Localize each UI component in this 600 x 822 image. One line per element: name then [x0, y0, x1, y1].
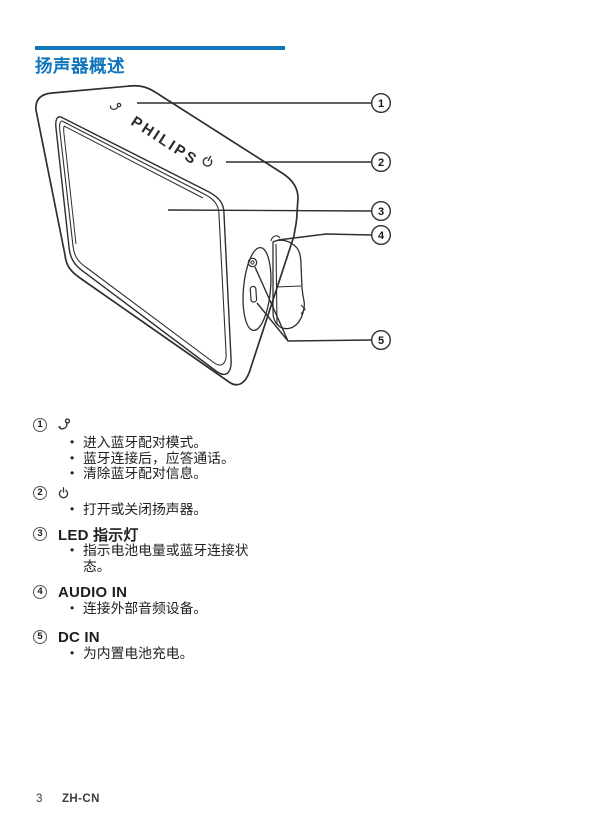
list-item: •连接外部音频设备。 [70, 601, 208, 616]
connector-panel [242, 246, 272, 332]
speaker-body-outline [35, 84, 299, 386]
callout-circle-3: 3 [378, 206, 384, 218]
legend-item-title: LED 指示灯 [58, 526, 139, 544]
page-number: 3 [36, 793, 43, 805]
power-icon [202, 155, 213, 167]
list-item: •打开或关闭扬声器。 [70, 502, 208, 517]
callout-circle-1: 1 [378, 98, 384, 110]
callout-circle-2: 2 [378, 157, 384, 169]
speaker-illustration: PHILIPS 1 2 3 [35, 84, 392, 386]
callout-number-badge: 3 [33, 527, 47, 541]
speaker-front-face [55, 116, 232, 376]
callout-number-badge: 2 [33, 486, 47, 500]
callout-line-5 [254, 266, 372, 342]
locale-code: ZH-CN [62, 793, 100, 805]
list-item: •指示电池电量或蓝牙连接状态。 [70, 543, 249, 574]
speaker-edge-bevel [63, 125, 204, 245]
callout-number-badge: 1 [33, 418, 47, 432]
list-item: •蓝牙连接后，应答通话。 [70, 450, 235, 466]
flap-hinge-line [270, 235, 306, 326]
audio-in-jack-hole [250, 260, 255, 265]
list-item: •进入蓝牙配对模式。 [70, 435, 208, 450]
page-title: 扬声器概述 [35, 56, 125, 76]
callout-line-3 [167, 209, 372, 212]
callout-number-badge: 4 [33, 585, 47, 599]
power-icon [58, 485, 69, 501]
callout-circles: 1 2 3 4 5 [371, 92, 392, 351]
speaker-front-face-inner [59, 120, 227, 366]
callout-number-badge: 5 [33, 630, 47, 644]
page-footer: 3 ZH-CN [0, 793, 600, 813]
list-item: •清除蓝牙配对信息。 [70, 466, 208, 481]
call-button-icon [58, 417, 71, 433]
title-rule [35, 46, 285, 50]
callout-circle-4: 4 [378, 230, 385, 242]
call-button-icon [109, 102, 122, 110]
list-item: •为内置电池充电。 [70, 646, 194, 661]
legend-item-title: DC IN [58, 628, 100, 646]
callout-circle-5: 5 [378, 335, 384, 347]
legend-item-title: AUDIO IN [58, 583, 128, 601]
dc-in-port [249, 285, 258, 303]
callout-line-4 [277, 233, 372, 241]
audio-in-jack [247, 257, 258, 268]
